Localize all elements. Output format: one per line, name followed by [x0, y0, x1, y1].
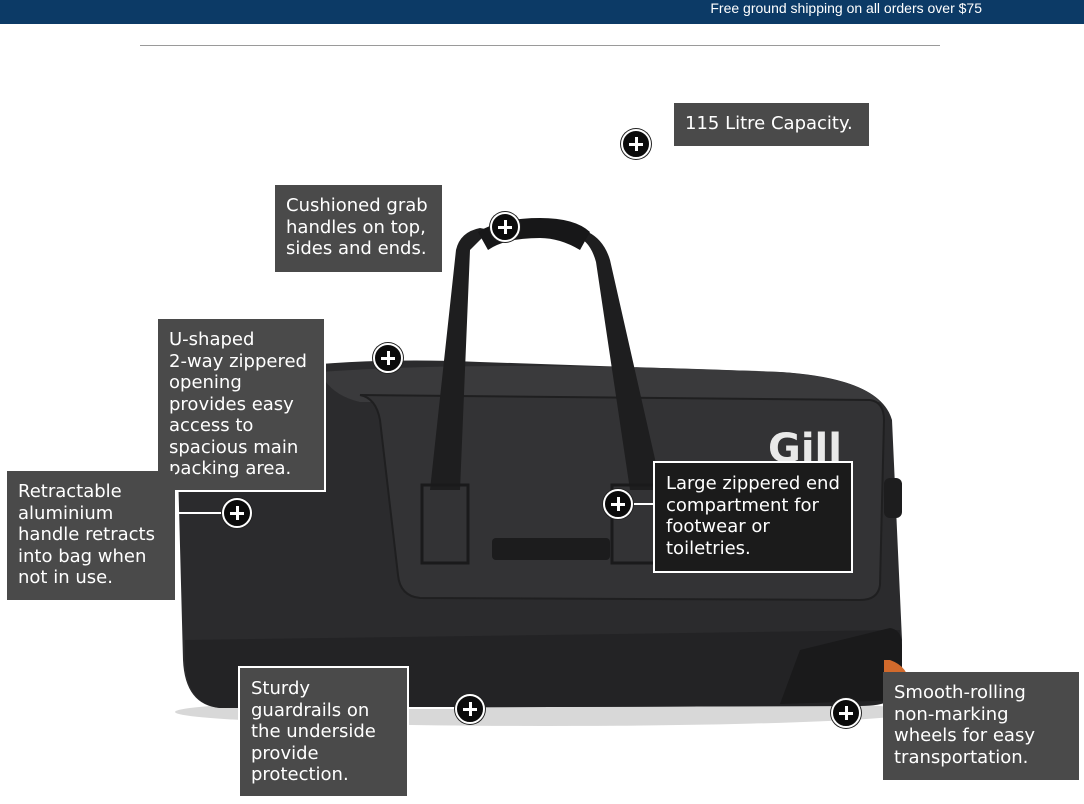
- callout-capacity: 115 Litre Capacity.: [674, 103, 869, 146]
- plus-circle-icon[interactable]: [373, 343, 403, 373]
- wheel-housing: [780, 628, 902, 704]
- callout-guardrails: Sturdy guardrails on the underside provi…: [238, 666, 409, 798]
- callout-opening: U-shaped 2-way zippered opening provides…: [156, 317, 326, 492]
- strap-right: [575, 232, 662, 490]
- callout-wheels: Smooth-rolling non-marking wheels for ea…: [883, 672, 1079, 780]
- end-handle: [884, 478, 902, 518]
- plus-circle-icon[interactable]: [621, 129, 651, 159]
- shipping-banner-text: Free ground shipping on all orders over …: [710, 0, 982, 16]
- strap-left: [430, 228, 490, 490]
- plus-circle-icon[interactable]: [831, 698, 861, 728]
- shipping-banner: Free ground shipping on all orders over …: [0, 0, 1084, 24]
- callout-retractable: Retractable aluminium handle retracts in…: [7, 471, 175, 600]
- plus-circle-icon[interactable]: [603, 489, 633, 519]
- callout-end-compartment: Large zippered end compartment for footw…: [653, 461, 853, 573]
- plus-circle-icon[interactable]: [455, 694, 485, 724]
- callout-handles: Cushioned grab handles on top, sides and…: [275, 185, 442, 272]
- connector-line: [175, 512, 223, 514]
- plus-circle-icon[interactable]: [490, 212, 520, 242]
- divider: [140, 45, 940, 46]
- strap-anchor-left: [420, 483, 470, 565]
- connector-line: [632, 503, 654, 505]
- connector-line: [409, 707, 457, 709]
- plus-circle-icon[interactable]: [222, 498, 252, 528]
- pocket-handle: [492, 538, 610, 560]
